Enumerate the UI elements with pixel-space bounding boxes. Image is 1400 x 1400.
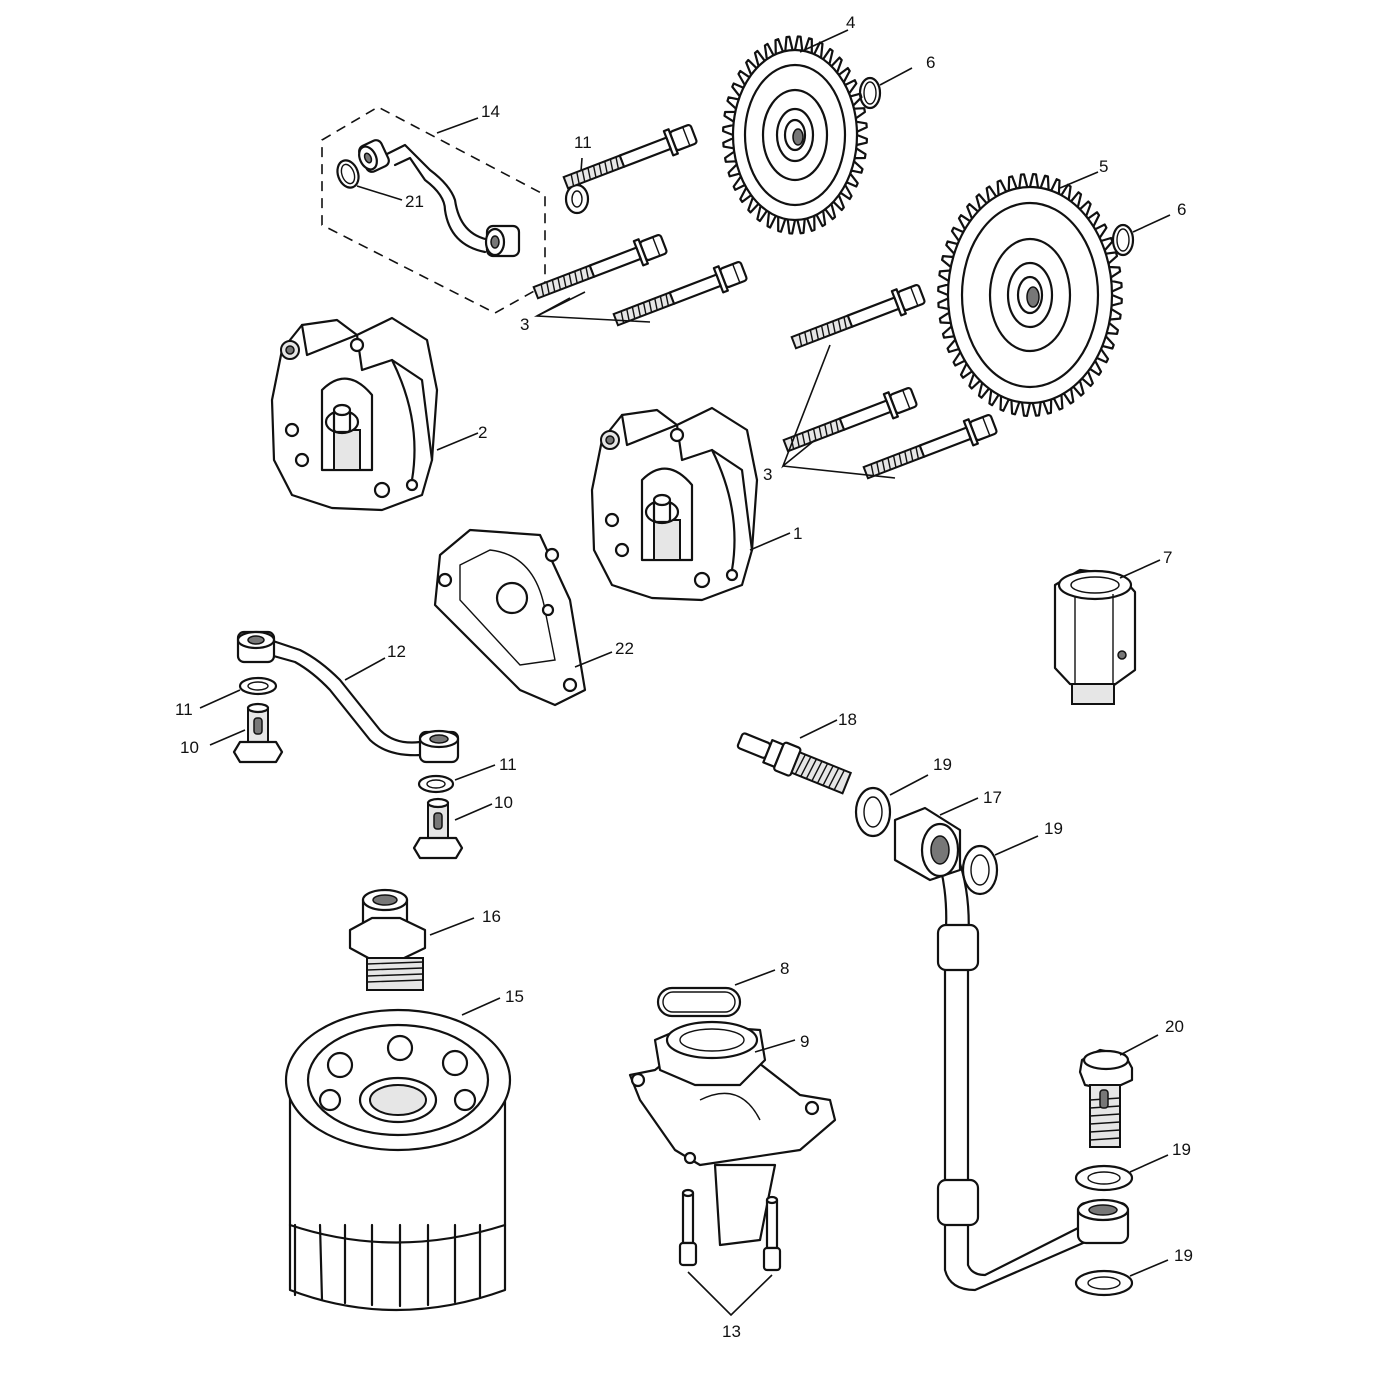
callout-20: 20 <box>1165 1017 1184 1036</box>
washer-19-b <box>961 844 999 896</box>
callout-12: 12 <box>387 642 406 661</box>
callout-7: 7 <box>1163 548 1172 567</box>
callout-21: 21 <box>405 192 424 211</box>
callout-3-upper: 3 <box>520 315 529 334</box>
callout-3-lower: 3 <box>763 465 772 484</box>
callout-16: 16 <box>482 907 501 926</box>
circlip-6-top <box>858 76 882 110</box>
callout-19-a: 19 <box>933 755 952 774</box>
banjo-bolt-10-left <box>232 702 284 764</box>
gear-5 <box>937 173 1123 417</box>
gasket-22 <box>433 528 587 707</box>
callout-15: 15 <box>505 987 524 1006</box>
bolt-3-lower-c <box>860 410 1000 486</box>
callout-10-left: 10 <box>180 738 199 757</box>
oil-filter-15 <box>284 1008 512 1312</box>
callout-19-d: 19 <box>1174 1246 1193 1265</box>
oil-strainer-9 <box>628 1020 837 1247</box>
callout-5: 5 <box>1099 157 1108 176</box>
washer-11-top <box>564 183 590 215</box>
callout-6-mid: 6 <box>1177 200 1186 219</box>
oil-pump-1 <box>590 406 759 602</box>
callout-13: 13 <box>722 1322 741 1341</box>
callout-6-top: 6 <box>926 53 935 72</box>
washer-19-c <box>1074 1164 1134 1192</box>
callout-17: 17 <box>983 788 1002 807</box>
callout-10-right: 10 <box>494 793 513 812</box>
callout-1: 1 <box>793 524 802 543</box>
banjo-bolt-10-right <box>412 797 464 860</box>
callout-8: 8 <box>780 959 789 978</box>
callout-labels: 1 2 3 3 4 5 6 6 7 8 9 10 10 11 11 11 12 … <box>175 13 1193 1341</box>
oil-pipe-17 <box>893 806 1130 1292</box>
washer-11-left <box>238 676 278 696</box>
banjo-bolt-20 <box>1078 1048 1134 1148</box>
oil-pipe-12 <box>236 630 460 764</box>
washer-19-d <box>1074 1269 1134 1297</box>
callout-22: 22 <box>615 639 634 658</box>
gear-4 <box>722 35 868 235</box>
sender-18 <box>736 732 853 795</box>
circlip-6-mid <box>1111 223 1135 257</box>
washer-11-right <box>417 774 455 794</box>
callout-18: 18 <box>838 710 857 729</box>
callout-11-left: 11 <box>175 700 193 719</box>
callout-9: 9 <box>800 1032 809 1051</box>
callout-19-b: 19 <box>1044 819 1063 838</box>
screw-13-right <box>762 1195 782 1272</box>
filter-adapter-16 <box>348 888 427 991</box>
callout-14: 14 <box>481 102 500 121</box>
callout-4: 4 <box>846 13 855 32</box>
bolt-3-upper-b <box>530 230 670 306</box>
callout-11-top: 11 <box>574 133 592 152</box>
pipe-kit-14 <box>321 106 546 314</box>
callout-11-right: 11 <box>499 755 517 774</box>
bolt-3-lower-a <box>788 280 928 356</box>
washer-19-a <box>854 786 892 838</box>
adapter-7 <box>1053 568 1137 705</box>
o-ring-8 <box>656 986 742 1018</box>
callout-19-c: 19 <box>1172 1140 1191 1159</box>
oil-pump-2 <box>270 316 439 512</box>
screw-13-left <box>678 1188 698 1267</box>
bolt-3-lower-b <box>780 383 920 459</box>
callout-2: 2 <box>478 423 487 442</box>
